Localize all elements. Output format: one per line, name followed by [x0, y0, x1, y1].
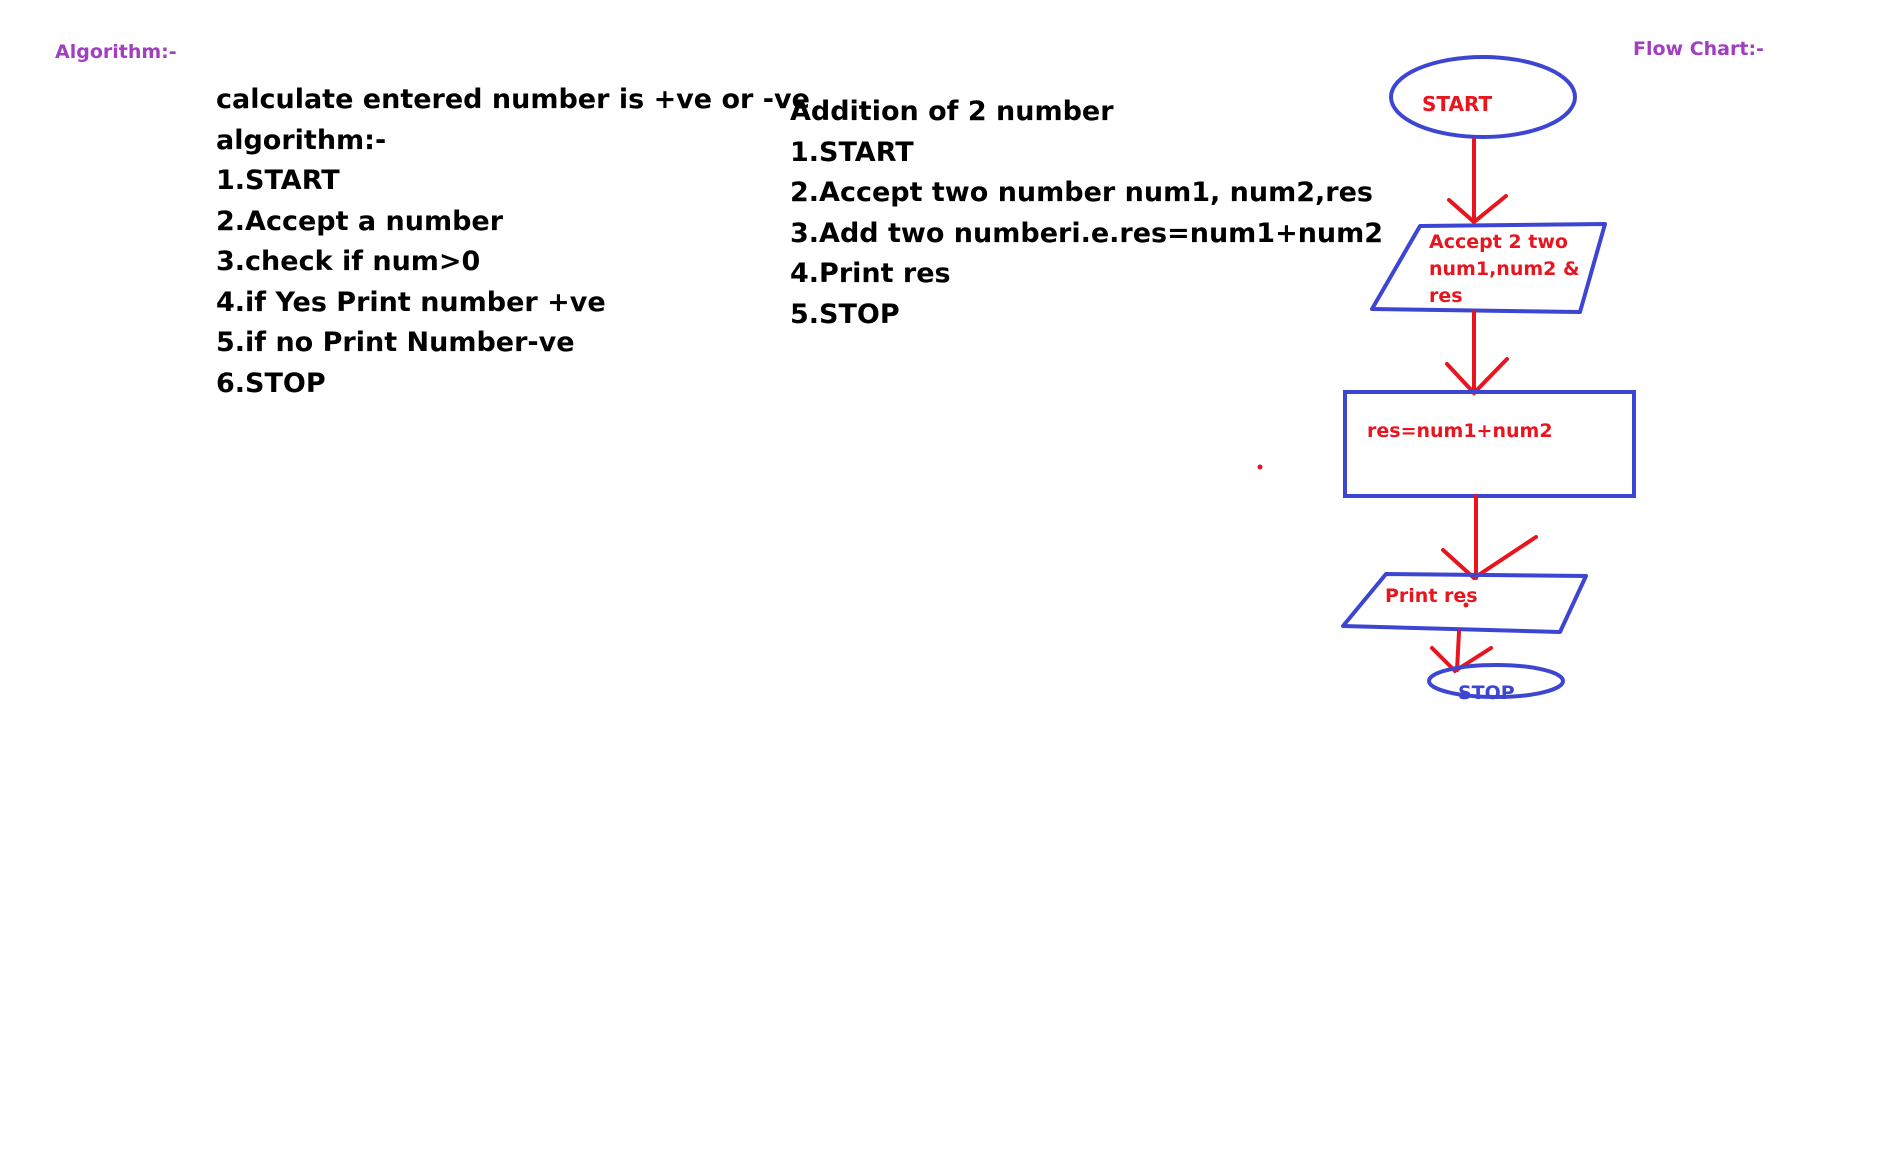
algorithm-line: 1.START	[790, 136, 914, 168]
algorithm-line: 1.START	[216, 165, 340, 196]
algorithm-line: 4.Print res	[790, 258, 951, 289]
algorithm-line: 6.STOP	[216, 367, 326, 399]
sign-check-algorithm: calculate entered number is +ve or -ve a…	[216, 80, 810, 404]
arrow-start-to-input	[1447, 138, 1508, 225]
algorithm-line: Addition of 2 number	[790, 96, 1114, 127]
algorithm-line: 2.Accept two number num1, num2,res	[790, 177, 1373, 208]
algorithm-line: 3.check if num>0	[216, 246, 481, 277]
process-box	[1343, 390, 1636, 498]
algorithm-line: calculate entered number is +ve or -ve	[216, 84, 810, 115]
stop-terminal	[1427, 663, 1565, 699]
arrow-input-to-process	[1445, 310, 1509, 396]
arrow-output-to-stop	[1430, 630, 1493, 674]
algorithm-line: 4.if Yes Print number +ve	[216, 286, 606, 318]
input-label-line: num1,num2 &	[1429, 258, 1580, 280]
process-label: res=num1+num2	[1367, 420, 1553, 442]
algorithm-line: 5.if no Print Number-ve	[216, 327, 575, 358]
stray-dot	[1257, 464, 1263, 470]
input-parallelogram	[1370, 222, 1607, 314]
output-parallelogram	[1341, 572, 1588, 634]
stop-label: STOP	[1458, 682, 1515, 704]
algorithm-heading: Algorithm:-	[55, 41, 177, 63]
input-label-line: res	[1429, 285, 1463, 307]
start-label: START	[1422, 92, 1492, 116]
algorithm-line: 3.Add two numberi.e.res=num1+num2	[790, 217, 1384, 249]
start-terminal	[1389, 55, 1577, 139]
output-label: Print res	[1385, 585, 1478, 607]
input-label-line: Accept 2 two	[1429, 231, 1568, 253]
algorithm-line: 5.STOP	[790, 298, 900, 330]
addition-algorithm: Addition of 2 number 1.START 2.Accept tw…	[790, 92, 1383, 335]
stray-dot	[1463, 602, 1469, 608]
flow-chart-heading: Flow Chart:-	[1633, 38, 1764, 60]
algorithm-line: 2.Accept a number	[216, 205, 504, 237]
algorithm-line: algorithm:-	[216, 124, 387, 156]
arrow-process-to-output	[1441, 494, 1538, 581]
